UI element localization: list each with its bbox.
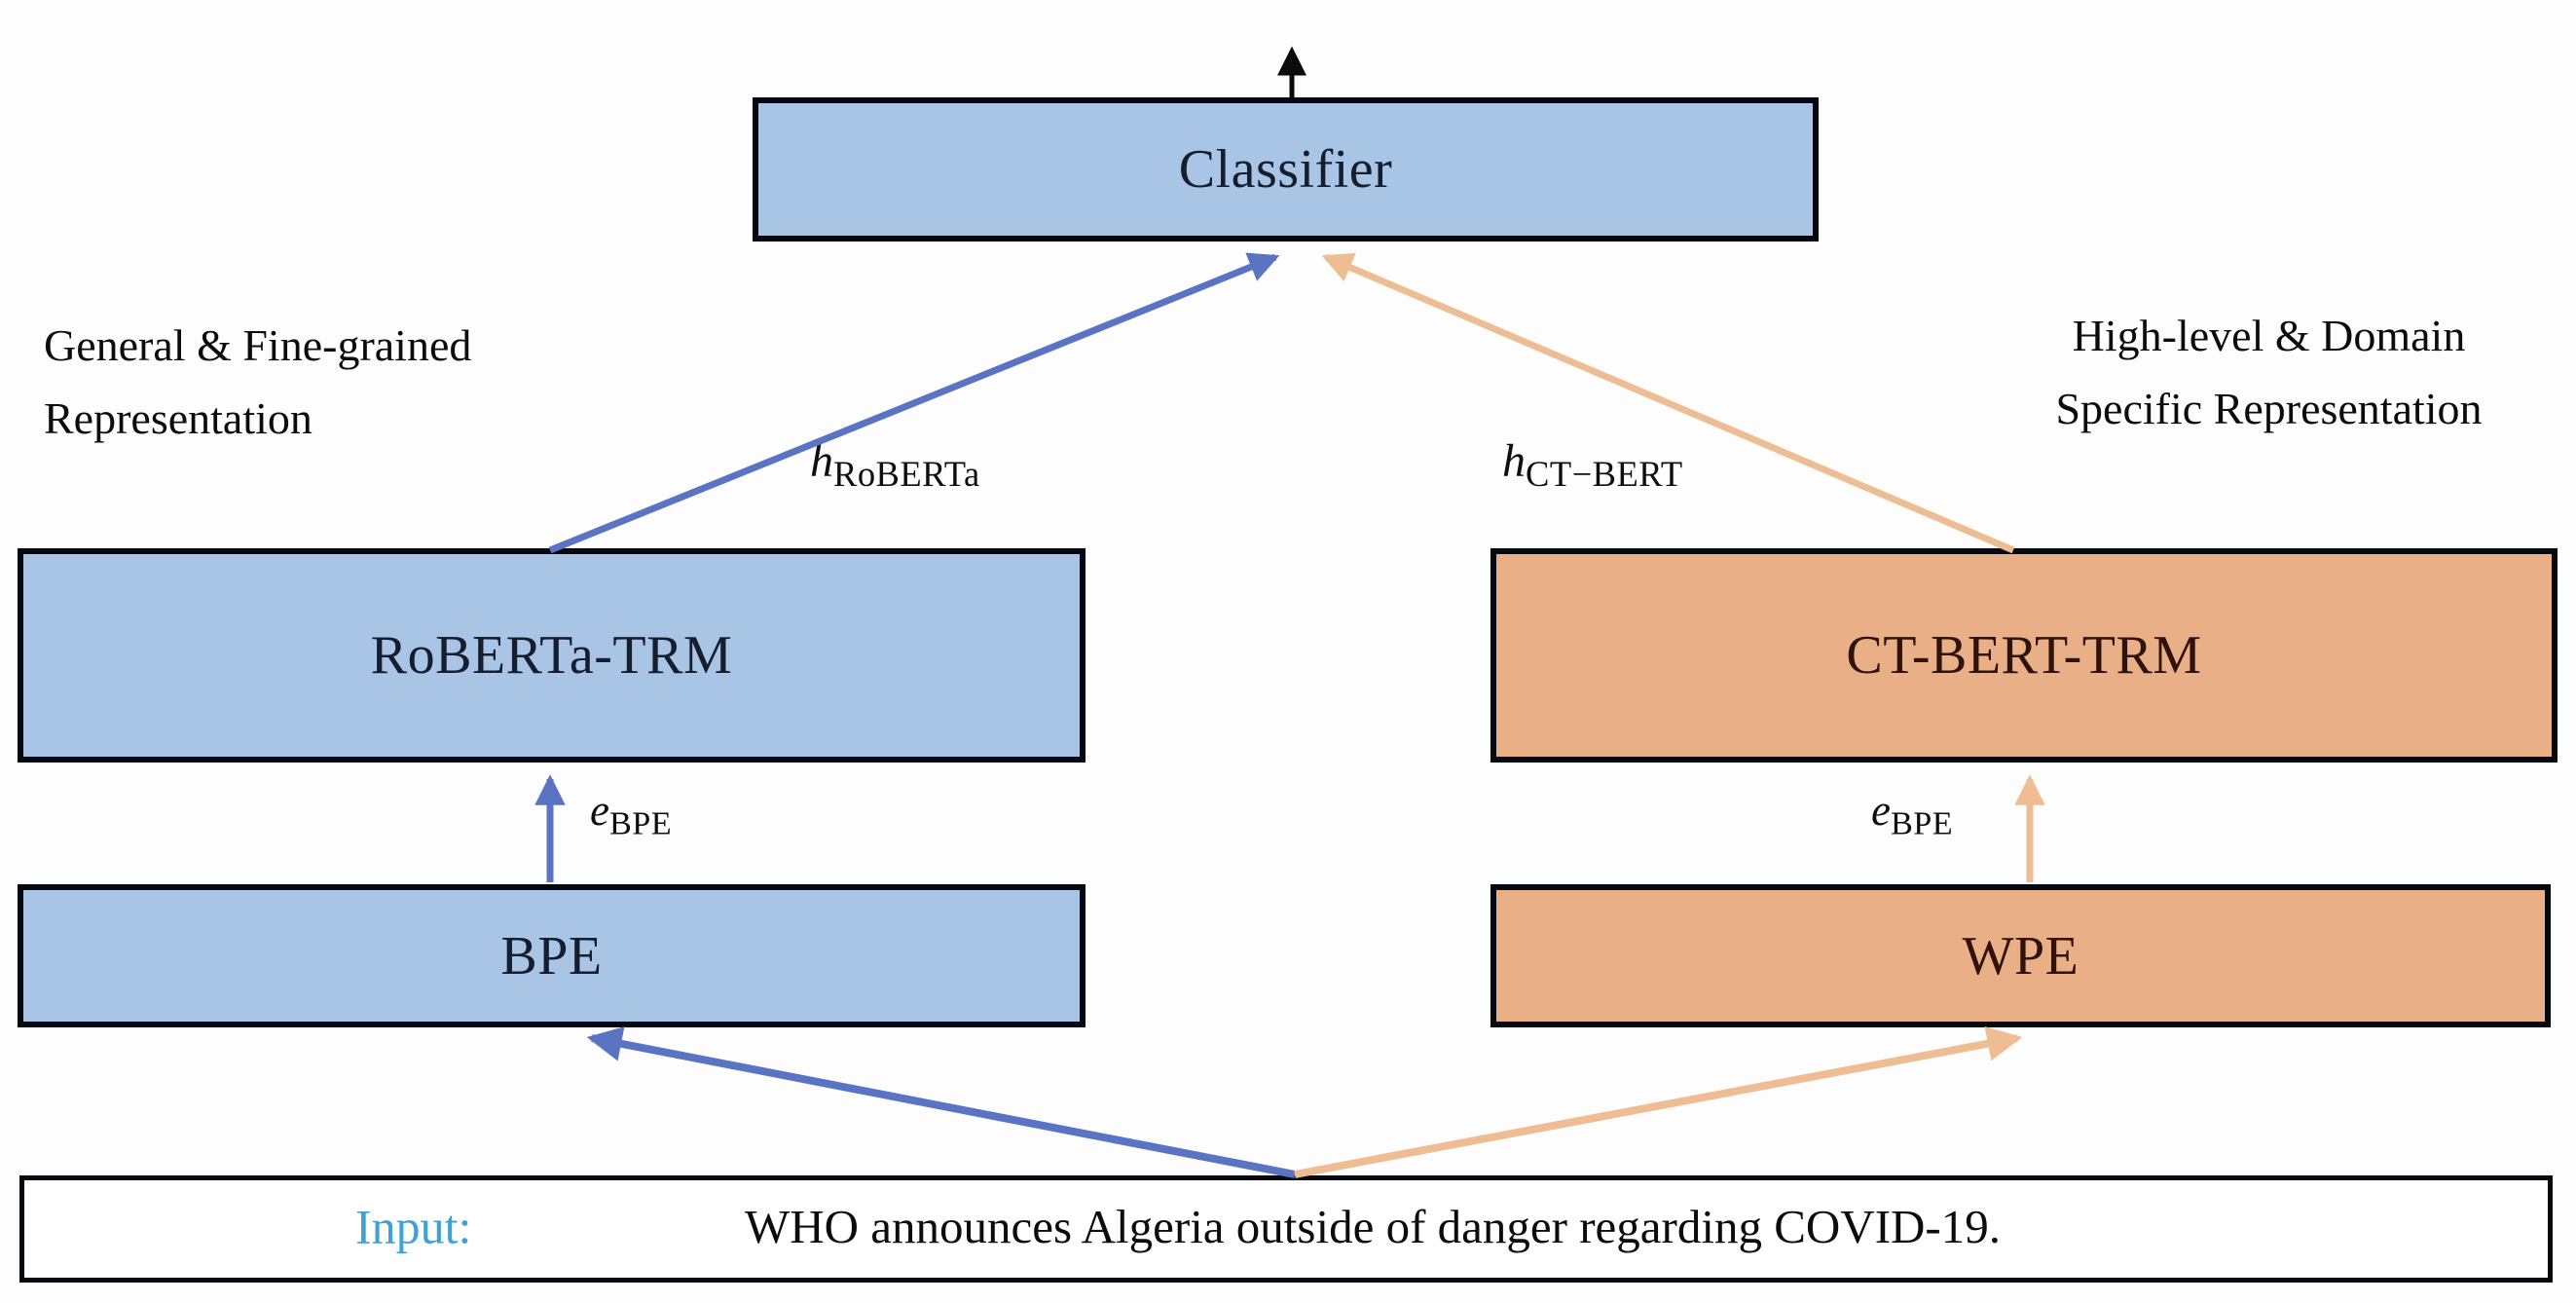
left-note-line1: General & Fine-grained (44, 320, 472, 370)
h-ct-bert-sub: CT−BERT (1526, 454, 1683, 495)
e-bpe-left-edge-label: eBPE (590, 785, 672, 843)
input-to-bpe-arrow (586, 1026, 1296, 1178)
classifier-label: Classifier (1178, 139, 1393, 200)
ct-bert-trm-node: CT-BERT-TRM (1490, 548, 2558, 763)
bpe-node: BPE (18, 884, 1086, 1027)
e-bpe-left-base: e (590, 786, 609, 835)
h-ct-bert-base: h (1502, 435, 1526, 487)
e-bpe-right-edge-label: eBPE (1871, 785, 1953, 843)
input-sentence-text: WHO announces Algeria outside of danger … (745, 1200, 2001, 1254)
roberta-trm-node: RoBERTa-TRM (18, 548, 1086, 763)
e-bpe-right-sub: BPE (1890, 805, 1954, 842)
left-representation-note: General & Fine-grained Representation (44, 310, 471, 455)
h-roberta-base: h (810, 435, 833, 487)
e-bpe-right-base: e (1871, 786, 1891, 835)
bpe-label: BPE (500, 925, 603, 987)
right-note-line1: High-level & Domain (2072, 311, 2466, 360)
h-ct-bert-edge-label: hCT−BERT (1502, 434, 1683, 495)
ctbert-to-classifier-arrow (1321, 253, 2015, 554)
wpe-node: WPE (1490, 884, 2551, 1027)
h-roberta-sub: RoBERTa (833, 454, 980, 495)
input-to-wpe-arrow (1294, 1025, 2023, 1178)
classifier-node: Classifier (753, 97, 1819, 242)
roberta-trm-label: RoBERTa-TRM (370, 625, 733, 686)
right-note-line2: Specific Representation (2055, 383, 2483, 433)
ct-bert-trm-label: CT-BERT-TRM (1846, 625, 2202, 686)
roberta-to-classifier-arrow (548, 252, 1280, 554)
e-bpe-left-sub: BPE (608, 805, 673, 842)
h-roberta-edge-label: hRoBERTa (810, 434, 980, 495)
right-representation-note: High-level & Domain Specific Representat… (2023, 300, 2515, 445)
left-note-line2: Representation (44, 392, 313, 443)
input-prefix-label: Input: (355, 1199, 472, 1254)
wpe-label: WPE (1962, 925, 2079, 987)
input-sentence-box: Input: WHO announces Algeria outside of … (19, 1175, 2553, 1283)
